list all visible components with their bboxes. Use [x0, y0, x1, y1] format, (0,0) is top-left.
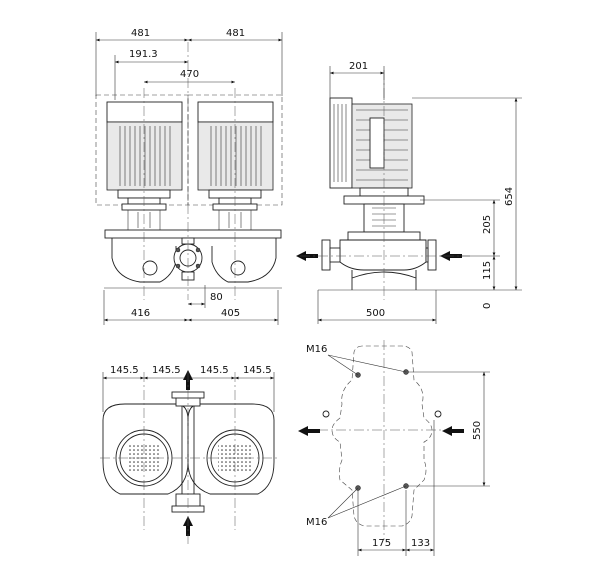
side-dimensions: 201 500 654 205 115 0: [317, 61, 522, 324]
dim-front-left-width: 481: [131, 28, 150, 39]
dim-side-height-total: 654: [504, 187, 515, 206]
front-dimensions: 481 481 191.3 470 80 416 405: [95, 28, 283, 325]
dim-front-right-width: 481: [226, 28, 245, 39]
dim-plan-s4: 145.5: [243, 365, 272, 376]
dim-side-height-lower: 115: [482, 261, 493, 280]
plan-dimensions: 145.5 145.5 145.5 145.5: [102, 365, 275, 412]
dim-front-motor-spacing: 470: [180, 69, 199, 80]
label-bolt-top: M16: [306, 344, 327, 355]
dim-side-height-zero: 0: [482, 303, 493, 309]
front-couplings: [104, 203, 282, 239]
front-left-motor: [106, 101, 183, 205]
base-outline: [331, 345, 433, 527]
base-flow-arrow-left: [298, 426, 320, 436]
dim-base-width-left: 175: [372, 538, 391, 549]
dim-plan-s3: 145.5: [200, 365, 229, 376]
dim-base-width-right: 133: [411, 538, 430, 549]
label-bolt-bottom: M16: [306, 517, 327, 528]
dim-side-height-upper: 205: [482, 215, 493, 234]
dim-front-flange-offset: 80: [210, 292, 223, 303]
dim-side-top-width: 201: [349, 61, 368, 72]
dim-front-bottom-right: 405: [221, 308, 240, 319]
base-flow-arrow-right: [442, 426, 464, 436]
front-view: 481 481 191.3 470 80 416 405: [95, 28, 283, 325]
side-view: 201 500 654 205 115 0: [296, 61, 522, 324]
dim-plan-s2: 145.5: [152, 365, 181, 376]
side-terminal-box: [329, 97, 353, 189]
dim-front-offset: 191.3: [129, 49, 158, 60]
dim-base-height: 550: [472, 421, 483, 440]
dim-front-bottom-left: 416: [131, 308, 150, 319]
front-right-motor: [197, 101, 274, 205]
front-pump-housing: [104, 237, 282, 289]
base-view: M16 M16 550 175 133: [298, 340, 490, 556]
plan-view: 145.5 145.5 145.5 145.5: [100, 365, 280, 545]
dim-plan-s1: 145.5: [110, 365, 139, 376]
dim-side-bottom-width: 500: [366, 308, 385, 319]
